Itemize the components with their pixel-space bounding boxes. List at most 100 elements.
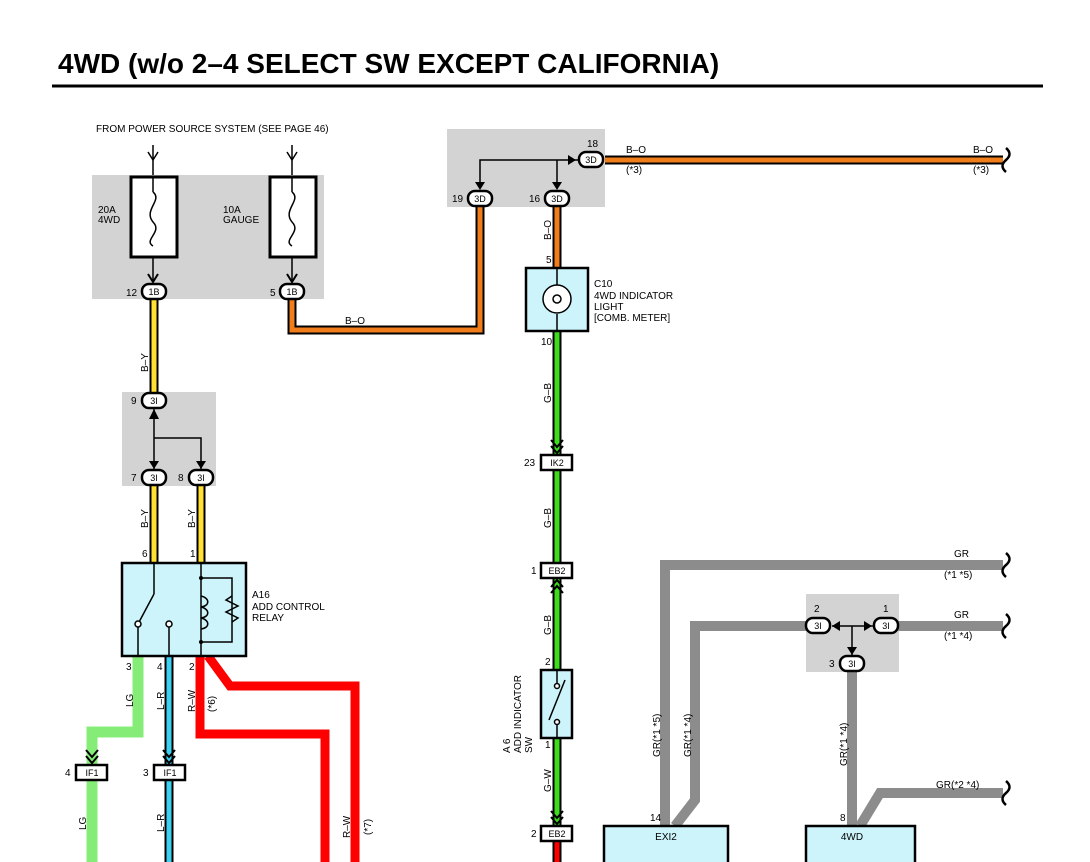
connector-3d-18: 3D 18: [577, 139, 605, 169]
ecu-exi2-pin: 14: [650, 813, 662, 824]
svg-text:3I: 3I: [150, 396, 158, 406]
indicator-light-location: [COMB. METER]: [594, 313, 670, 324]
label-g-b-2: G–B: [543, 508, 554, 528]
connector-3i-8: 3I 8: [178, 468, 215, 487]
power-source-note: FROM POWER SOURCE SYSTEM (SEE PAGE 46): [96, 124, 329, 135]
label-b-o-bottom: B–O: [345, 316, 365, 327]
connector-if1-4: IF1 4: [65, 749, 109, 782]
relay-pin-4: 4: [157, 662, 163, 673]
svg-text:1B: 1B: [148, 287, 159, 297]
label-gr24: GR(*2 *4): [936, 780, 979, 791]
svg-text:23: 23: [524, 458, 536, 469]
indicator-light-id: C10: [594, 279, 613, 290]
relay-name-2: RELAY: [252, 613, 284, 624]
svg-text:2: 2: [531, 829, 537, 840]
svg-text:1: 1: [883, 604, 889, 615]
svg-text:1B: 1B: [286, 287, 297, 297]
connector-3i-3: 3I 3: [829, 654, 866, 673]
switch-pin-top: 2: [545, 657, 551, 668]
svg-text:1: 1: [531, 566, 537, 577]
wire-lg: [86, 656, 144, 862]
connector-3i-2: 3I 2: [804, 604, 832, 635]
relay-pin-6: 6: [142, 549, 148, 560]
indicator-light-c10: [524, 266, 590, 333]
label-r-w-1: R–W: [187, 689, 198, 712]
svg-text:19: 19: [452, 194, 464, 205]
label-b-y-1: B–Y: [140, 353, 151, 372]
svg-text:3I: 3I: [882, 621, 890, 631]
svg-text:16: 16: [529, 194, 541, 205]
label-b-o-top-right: B–O: [973, 145, 993, 156]
label-g-w: G–W: [543, 769, 554, 792]
wire-b-o: [287, 155, 1003, 335]
label-lg-2: LG: [78, 816, 89, 830]
ecu-4wd: [804, 824, 917, 862]
label-note3-left: (*3): [626, 165, 642, 176]
fuse-4wd-rating: 20A: [98, 205, 116, 216]
svg-text:IK2: IK2: [550, 458, 564, 468]
svg-text:3I: 3I: [197, 473, 205, 483]
ecu-exi2-label: EXI2: [655, 832, 677, 843]
svg-text:4: 4: [65, 768, 71, 779]
label-lg-1: LG: [125, 693, 136, 707]
svg-text:3I: 3I: [150, 473, 158, 483]
connector-eb2-1: EB2 1: [531, 561, 574, 594]
relay-name: ADD CONTROL: [252, 602, 325, 613]
relay-a16: [120, 561, 248, 658]
connector-3d-16: 3D 16: [529, 189, 571, 208]
connector-3i-1: 3I 1: [872, 604, 900, 635]
connector-ik2-23: IK2 23: [524, 439, 574, 472]
fuse-4wd: [129, 175, 179, 284]
label-b-y-2: B–Y: [140, 509, 151, 528]
svg-text:5: 5: [270, 288, 276, 299]
label-gr-2: GR: [954, 610, 969, 621]
relay-id: A16: [252, 590, 270, 601]
fuse-4wd-name: 4WD: [98, 215, 120, 226]
connector-if1-3: IF1 3: [143, 749, 187, 782]
svg-text:EB2: EB2: [548, 566, 565, 576]
connector-1b-5: 1B 5: [270, 282, 306, 301]
svg-text:3I: 3I: [814, 621, 822, 631]
ecu-exi2: [602, 824, 730, 862]
label-note3-right: (*3): [973, 165, 989, 176]
svg-text:IF1: IF1: [163, 768, 176, 778]
junction-arrowheads: [149, 155, 872, 655]
wire-b-y: [149, 300, 206, 563]
switch-pin-bottom: 1: [545, 740, 551, 751]
connector-3i-7: 3I 7: [131, 468, 168, 487]
label-gr15: GR(*1 *5): [652, 714, 663, 757]
label-note15: (*1 *5): [944, 570, 972, 581]
label-note14: (*1 *4): [944, 631, 972, 642]
svg-text:2: 2: [814, 604, 820, 615]
label-b-o-vertical: B–O: [543, 220, 554, 240]
switch-name: ADD INDICATOR: [513, 675, 524, 753]
svg-text:3D: 3D: [551, 194, 563, 204]
switch-a6: [539, 668, 574, 740]
indicator-light-pin-bottom: 10: [541, 337, 553, 348]
fuse-gauge-rating: 10A: [223, 205, 241, 216]
svg-text:3: 3: [143, 768, 149, 779]
label-l-r-1: L–R: [156, 692, 167, 710]
label-b-y-3: B–Y: [187, 509, 198, 528]
svg-text:3: 3: [829, 659, 835, 670]
indicator-light-name-2: LIGHT: [594, 302, 623, 313]
svg-text:EB2: EB2: [548, 829, 565, 839]
switch-name-2: SW: [524, 736, 535, 753]
svg-text:8: 8: [178, 473, 184, 484]
wire-r-w: [195, 653, 360, 862]
relay-pin-2: 2: [189, 662, 195, 673]
svg-text:18: 18: [587, 139, 599, 150]
wire-gr: [660, 560, 1003, 830]
indicator-light-name: 4WD INDICATOR: [594, 291, 673, 302]
label-note7: (*7): [363, 819, 374, 835]
indicator-light-pin-top: 5: [546, 255, 552, 266]
relay-pin-1: 1: [190, 549, 196, 560]
connector-3i-9: 3I 9: [131, 391, 168, 410]
wire-break-marks: [1001, 147, 1011, 806]
fuse-gauge: [268, 175, 318, 284]
svg-text:IF1: IF1: [85, 768, 98, 778]
svg-text:3I: 3I: [848, 659, 856, 669]
label-g-b-3: G–B: [543, 615, 554, 635]
svg-text:9: 9: [131, 396, 137, 407]
